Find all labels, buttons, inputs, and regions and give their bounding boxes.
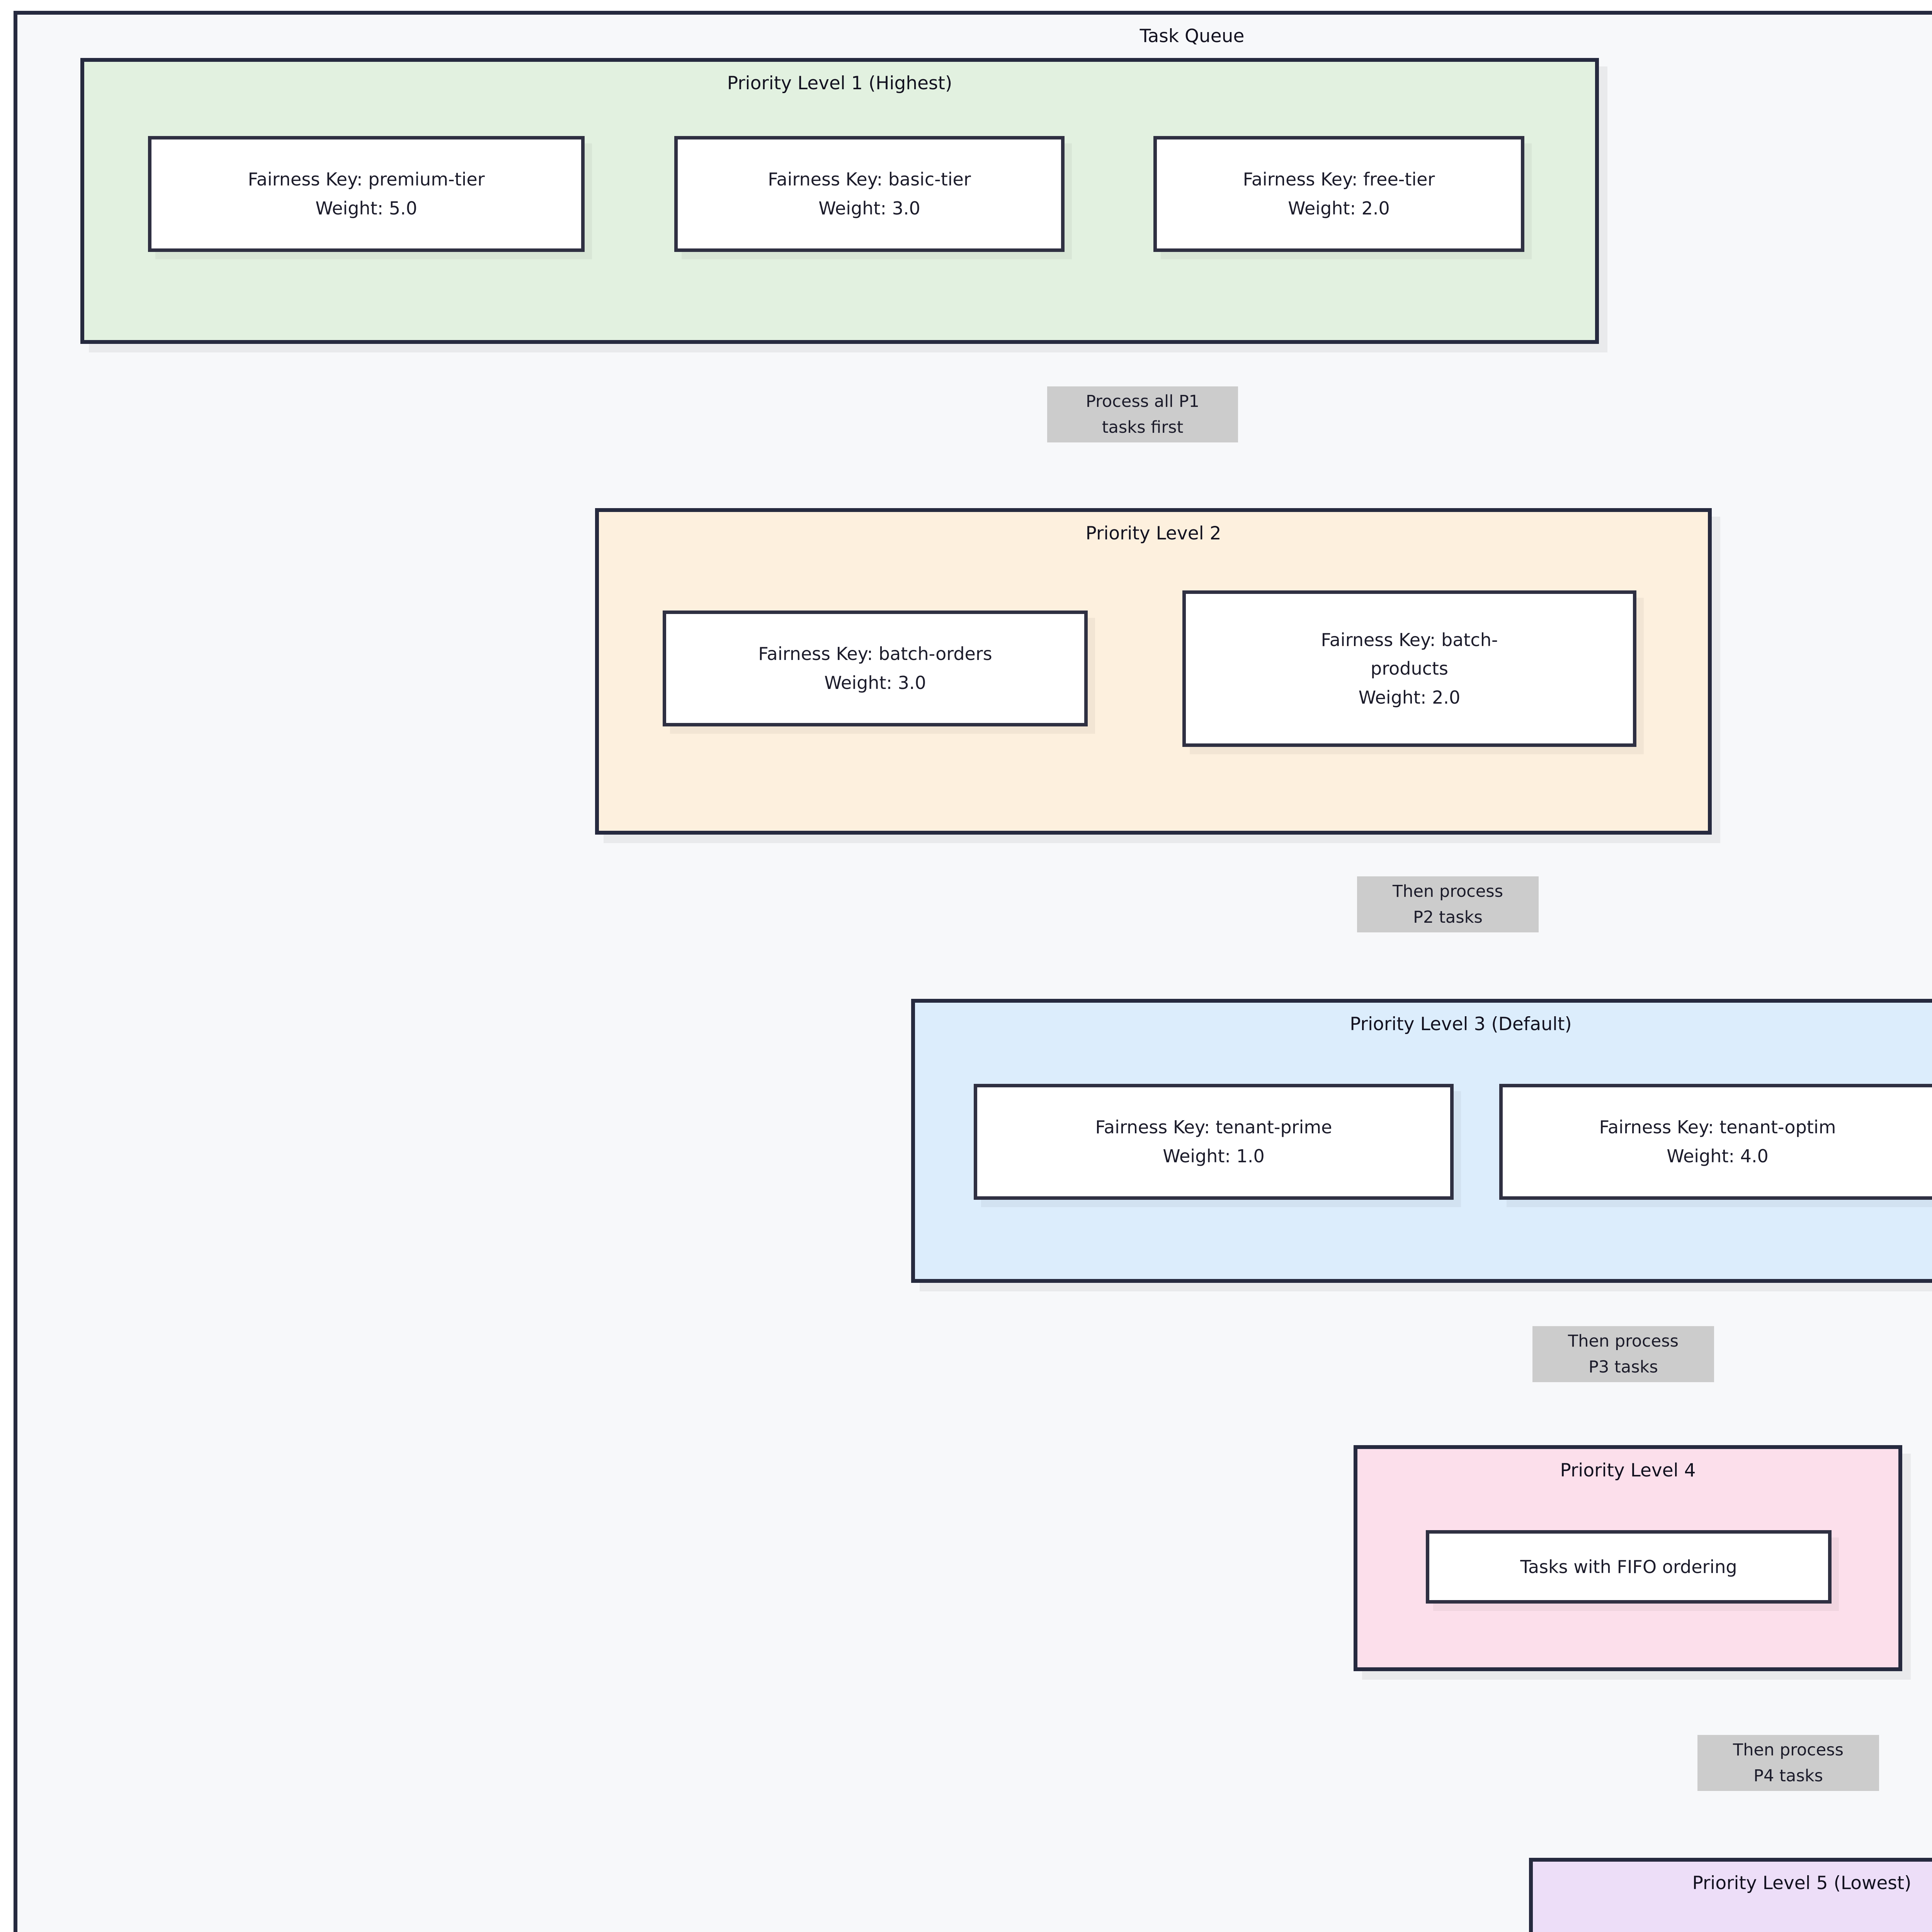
node-weight-line: Weight: 5.0 xyxy=(315,198,417,219)
cluster-title-task-queue: Task Queue xyxy=(1139,26,1245,47)
node-key-line: Fairness Key: tenant-prime xyxy=(1095,1117,1332,1138)
edge-label-p2-to-p3: Then process P2 tasks xyxy=(1357,876,1539,933)
node-weight-line: Weight: 2.0 xyxy=(1358,687,1461,708)
node-key-line: Fairness Key: batch- xyxy=(1321,629,1498,650)
edge-label-p3-to-p4: Then process P3 tasks xyxy=(1532,1326,1714,1383)
cluster-title-priority-level-5: Priority Level 5 (Lowest) xyxy=(1692,1872,1912,1894)
node-weight-line: Weight: 3.0 xyxy=(824,672,926,693)
edge-label-p4-to-p5: Then process P4 tasks xyxy=(1697,1735,1879,1791)
node-fairness-key-free-tier[interactable]: Fairness Key: free-tier Weight: 2.0 xyxy=(1153,136,1524,252)
node-key-line: Tasks with FIFO ordering xyxy=(1520,1556,1737,1577)
node-fairness-key-tenant-optim[interactable]: Fairness Key: tenant-optim Weight: 4.0 xyxy=(1499,1084,1932,1200)
node-weight-line: Weight: 2.0 xyxy=(1288,198,1390,219)
node-weight-line: Weight: 3.0 xyxy=(818,198,920,219)
node-fairness-key-batch-orders[interactable]: Fairness Key: batch-orders Weight: 3.0 xyxy=(663,611,1088,726)
cluster-title-priority-level-3: Priority Level 3 (Default) xyxy=(1350,1014,1572,1035)
node-fairness-key-premium-tier[interactable]: Fairness Key: premium-tier Weight: 5.0 xyxy=(148,136,585,252)
node-key-line: Fairness Key: batch-orders xyxy=(758,643,992,665)
node-p4-fifo-tasks[interactable]: Tasks with FIFO ordering xyxy=(1426,1530,1832,1604)
node-fairness-key-batch-products[interactable]: Fairness Key: batch- products Weight: 2.… xyxy=(1182,590,1636,747)
node-key-line: Fairness Key: basic-tier xyxy=(768,169,971,190)
node-fairness-key-tenant-prime[interactable]: Fairness Key: tenant-prime Weight: 1.0 xyxy=(974,1084,1454,1200)
node-fairness-key-basic-tier[interactable]: Fairness Key: basic-tier Weight: 3.0 xyxy=(674,136,1065,252)
edge-label-p1-to-p2: Process all P1 tasks first xyxy=(1047,386,1238,443)
node-key-line: Fairness Key: free-tier xyxy=(1243,169,1435,190)
cluster-title-priority-level-1: Priority Level 1 (Highest) xyxy=(727,73,952,94)
node-key-line: Fairness Key: premium-tier xyxy=(248,169,485,190)
node-key-line: Fairness Key: tenant-optim xyxy=(1599,1117,1836,1138)
cluster-title-priority-level-2: Priority Level 2 xyxy=(1085,523,1221,544)
cluster-priority-level-5: Priority Level 5 (Lowest) xyxy=(1529,1858,1932,1932)
node-weight-line: Weight: 4.0 xyxy=(1667,1146,1769,1167)
node-weight-line: Weight: 1.0 xyxy=(1163,1146,1265,1167)
cluster-title-priority-level-4: Priority Level 4 xyxy=(1560,1460,1696,1481)
node-key-line-2: products xyxy=(1371,658,1448,679)
